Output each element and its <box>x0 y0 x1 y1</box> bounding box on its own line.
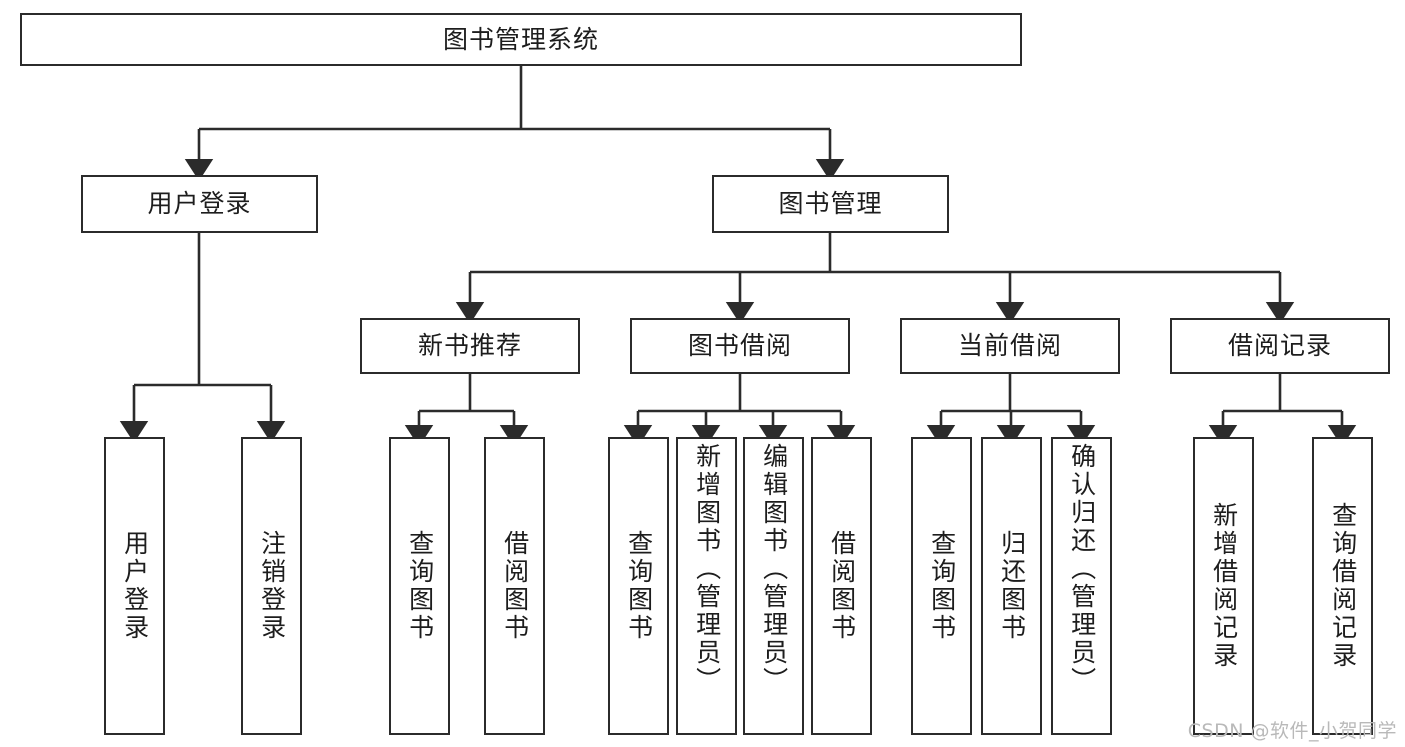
node-current-borrow[interactable]: 当前借阅 <box>900 318 1120 374</box>
node-book-management[interactable]: 图书管理 <box>712 175 949 233</box>
node-borrow-record-label: 借阅记录 <box>1227 331 1332 361</box>
leaf-label: 新增借阅记录 <box>1209 502 1239 670</box>
leaf-label: 查询借阅记录 <box>1328 502 1358 670</box>
leaf-borrow-add-book[interactable]: 新增图书（管理员） <box>676 437 737 735</box>
watermark: CSDN @软件_小贺同学 <box>1187 720 1397 742</box>
leaf-label: 归还图书 <box>997 530 1027 642</box>
leaf-label: 查询图书 <box>927 530 957 642</box>
leaf-current-query-book[interactable]: 查询图书 <box>911 437 972 735</box>
leaf-new-book-query[interactable]: 查询图书 <box>389 437 450 735</box>
leaf-current-confirm-return[interactable]: 确认归还（管理员） <box>1051 437 1112 735</box>
node-book-management-label: 图书管理 <box>778 189 883 219</box>
node-current-borrow-label: 当前借阅 <box>957 331 1062 361</box>
leaf-label: 用户登录 <box>120 530 150 642</box>
leaf-current-return-book[interactable]: 归还图书 <box>981 437 1042 735</box>
node-user-login-label: 用户登录 <box>147 189 252 219</box>
leaf-borrow-query-book[interactable]: 查询图书 <box>608 437 669 735</box>
leaf-label: 查询图书 <box>624 530 654 642</box>
node-book-borrow-label: 图书借阅 <box>687 331 792 361</box>
leaf-new-book-borrow[interactable]: 借阅图书 <box>484 437 545 735</box>
leaf-record-query[interactable]: 查询借阅记录 <box>1312 437 1373 735</box>
node-book-borrow[interactable]: 图书借阅 <box>630 318 850 374</box>
node-root-label: 图书管理系统 <box>442 24 599 54</box>
node-new-book-recommend-label: 新书推荐 <box>417 331 522 361</box>
node-new-book-recommend[interactable]: 新书推荐 <box>360 318 580 374</box>
leaf-label: 借阅图书 <box>827 530 857 642</box>
leaf-label: 注销登录 <box>257 530 287 642</box>
leaf-label: 确认归还（管理员） <box>1067 443 1097 695</box>
leaf-user-login-signout[interactable]: 注销登录 <box>241 437 302 735</box>
leaf-record-add[interactable]: 新增借阅记录 <box>1193 437 1254 735</box>
leaf-label: 借阅图书 <box>500 530 530 642</box>
leaf-borrow-borrow-book[interactable]: 借阅图书 <box>811 437 872 735</box>
node-root[interactable]: 图书管理系统 <box>20 13 1022 66</box>
leaf-user-login-signin[interactable]: 用户登录 <box>104 437 165 735</box>
leaf-label: 查询图书 <box>405 530 435 642</box>
leaf-label: 编辑图书（管理员） <box>759 443 789 695</box>
node-user-login[interactable]: 用户登录 <box>81 175 318 233</box>
node-borrow-record[interactable]: 借阅记录 <box>1170 318 1390 374</box>
leaf-label: 新增图书（管理员） <box>692 443 722 695</box>
leaf-borrow-edit-book[interactable]: 编辑图书（管理员） <box>743 437 804 735</box>
